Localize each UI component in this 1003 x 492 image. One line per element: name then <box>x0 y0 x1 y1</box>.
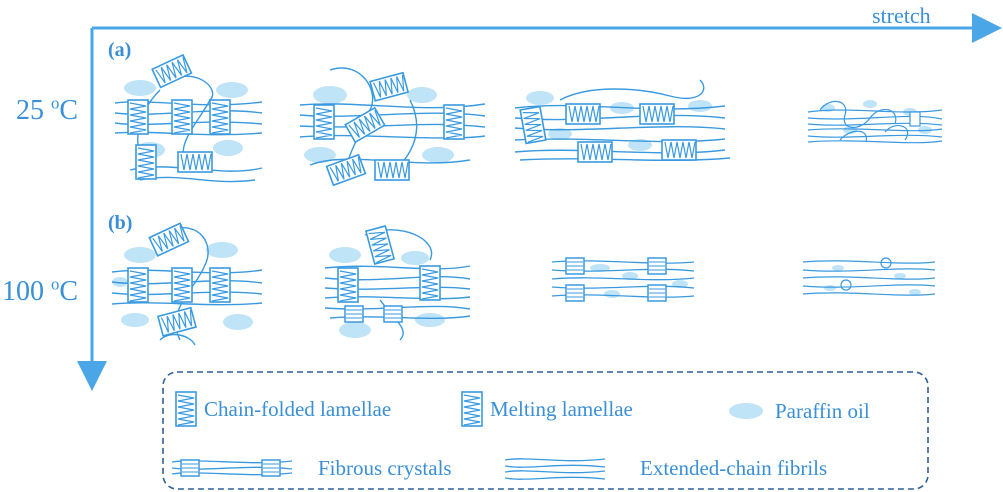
panel-label-a: (a) <box>108 39 132 61</box>
legend-label-paraffin: Paraffin oil <box>775 399 870 423</box>
structure-b4 <box>802 257 936 296</box>
legend-label-melting: Melting lamellae <box>490 397 633 421</box>
stretch-axis-label: stretch <box>872 3 931 28</box>
temperature-value: 25 <box>16 95 51 126</box>
legend-label-extended-chain: Extended-chain fibrils <box>640 456 828 480</box>
structure-a3 <box>514 79 731 163</box>
temperature-label-100: 100 oC <box>2 274 79 307</box>
chain-folded-lamella-icon <box>175 391 197 427</box>
extended-chain-fibril-icon <box>504 458 606 480</box>
legend-label-fibrous: Fibrous crystals <box>318 456 452 480</box>
legend-label-chain-folded: Chain-folded lamellae <box>204 397 392 421</box>
temperature-value: 100 <box>2 276 51 307</box>
structure-b1 <box>111 222 263 346</box>
temperature-label-25: 25 oC <box>16 93 79 126</box>
degree-mark: o <box>51 93 60 113</box>
legend-box <box>162 371 929 490</box>
temperature-unit: C <box>59 95 79 126</box>
structure-b2 <box>324 225 471 341</box>
structure-a4 <box>807 100 943 144</box>
structure-a2 <box>299 67 486 187</box>
structure-a1 <box>114 54 263 183</box>
melting-lamella-icon <box>461 391 483 427</box>
panel-label-b: (b) <box>108 212 133 234</box>
degree-mark: o <box>51 274 60 294</box>
fibrous-crystal-icon <box>171 459 293 477</box>
temperature-unit: C <box>59 276 79 307</box>
structure-b3 <box>551 257 695 302</box>
paraffin-oil-icon <box>729 403 763 419</box>
